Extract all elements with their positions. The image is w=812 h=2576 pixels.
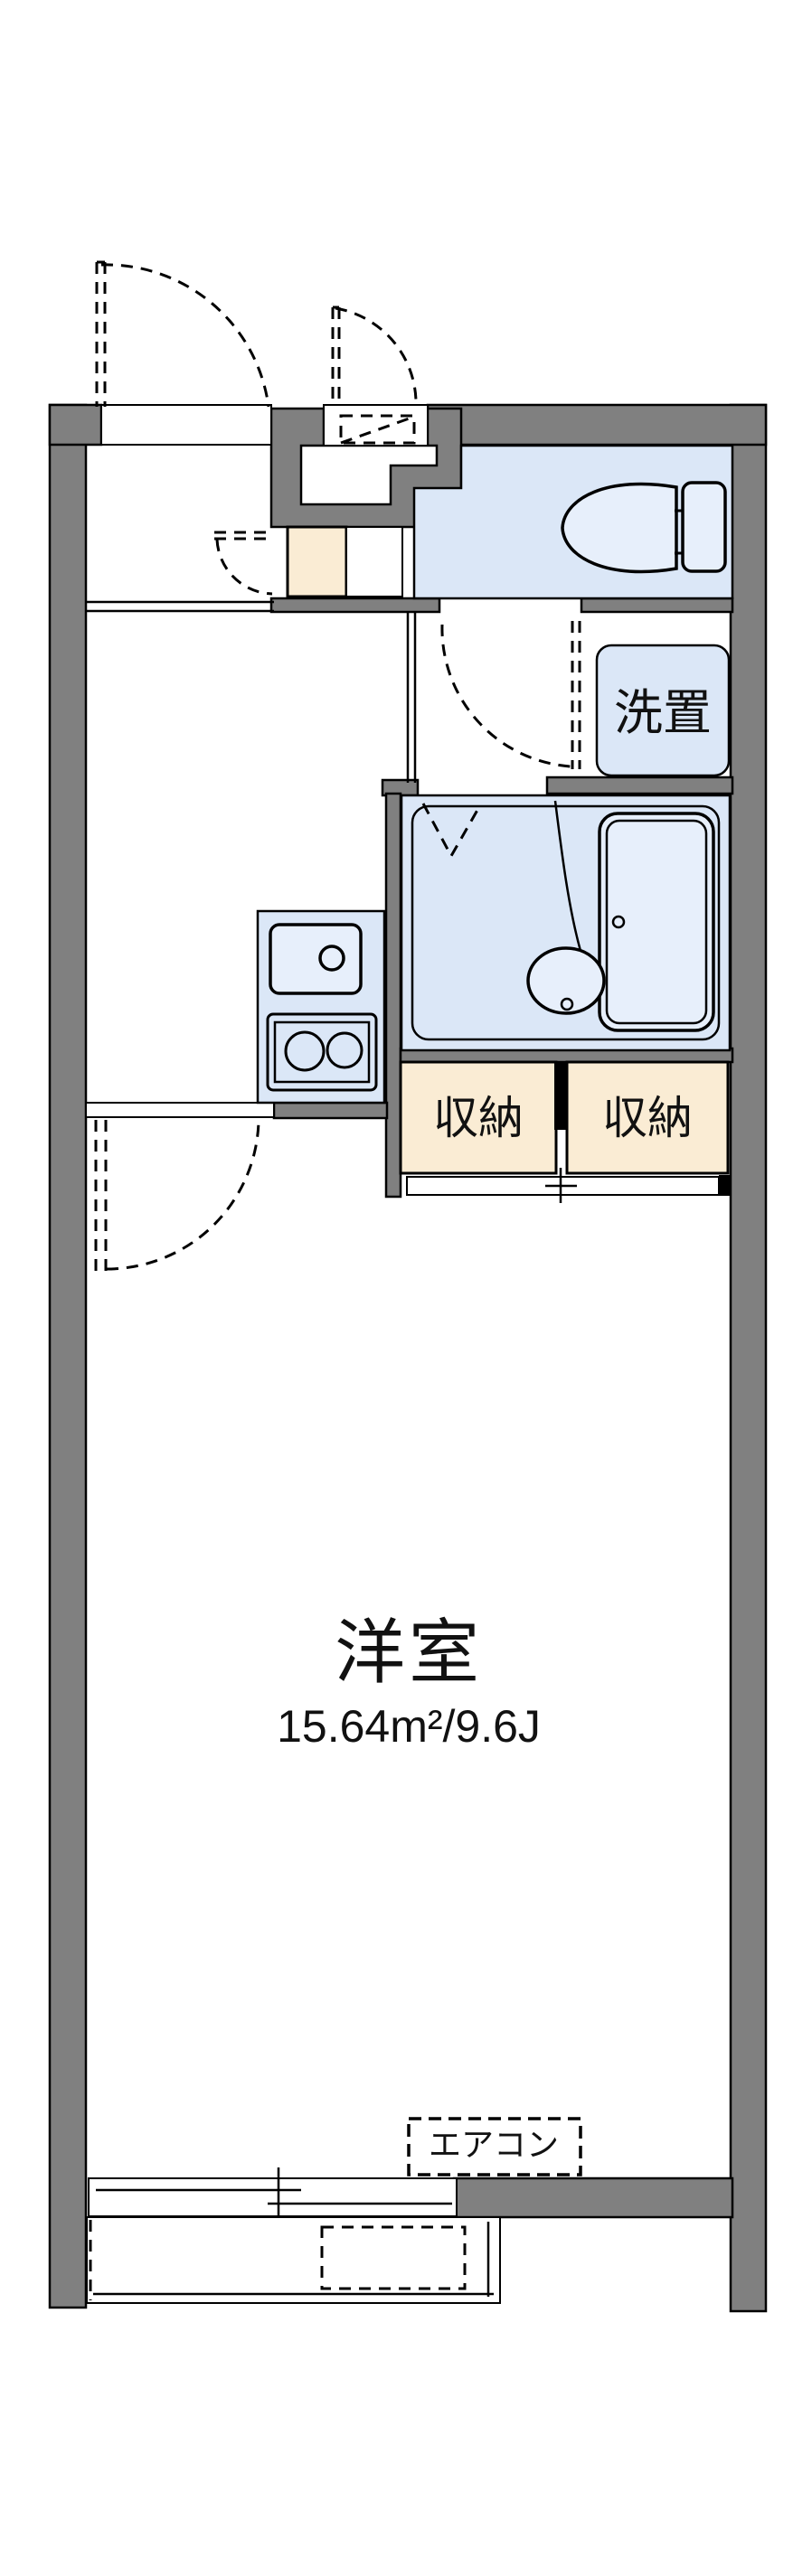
entry-cabinet-box bbox=[286, 525, 348, 598]
walls bbox=[48, 403, 768, 2313]
openings bbox=[85, 404, 429, 1118]
laundry-space-box bbox=[595, 644, 731, 777]
top-wall-right bbox=[426, 403, 768, 447]
main-room-doorway bbox=[85, 1102, 275, 1118]
storage-right-box bbox=[565, 1060, 730, 1175]
right-wall bbox=[729, 403, 768, 2313]
washroom bbox=[406, 612, 731, 783]
balcony bbox=[86, 2216, 501, 2304]
sliding-window-icon bbox=[88, 2167, 458, 2225]
kitchen-unit bbox=[256, 909, 386, 1105]
laundry-label: 洗置 bbox=[614, 686, 712, 740]
shoe-cabinet-icon bbox=[339, 414, 416, 445]
washroom-top-wall-left bbox=[269, 597, 441, 614]
toilet-icon bbox=[561, 481, 727, 574]
washroom-top-wall-right bbox=[580, 597, 734, 614]
bath-left-wall bbox=[384, 792, 402, 1199]
entry-closet-boxes bbox=[286, 525, 403, 598]
bathtub-icon bbox=[598, 812, 715, 1032]
entry-cabinet-box-white bbox=[345, 526, 403, 597]
top-wall-left bbox=[48, 403, 103, 447]
entry-side-door-arc bbox=[331, 306, 418, 408]
balcony-equipment-area bbox=[320, 2225, 467, 2290]
bottom-right-wall bbox=[452, 2176, 734, 2219]
closet-sliding-door-icon bbox=[406, 1168, 731, 1203]
storage-left-label: 収納 bbox=[433, 1093, 524, 1143]
entry-storage-opening bbox=[323, 404, 429, 447]
storage-closets bbox=[399, 1060, 731, 1203]
storage-right-label: 収納 bbox=[602, 1093, 693, 1143]
aircon-box bbox=[407, 2117, 582, 2176]
main-room-name: 洋室 bbox=[334, 1612, 484, 1692]
stove-icon bbox=[266, 1012, 378, 1092]
left-wall bbox=[48, 403, 88, 2309]
kitchen-sink-icon bbox=[269, 923, 363, 995]
bath-top-wall bbox=[545, 776, 734, 795]
bathroom bbox=[400, 794, 732, 1052]
entry-door-arc bbox=[95, 260, 270, 408]
toilet-door-arc bbox=[440, 621, 581, 769]
entry-door-opening bbox=[100, 404, 272, 446]
storage-divider bbox=[554, 1062, 567, 1130]
washroom-partition bbox=[406, 612, 417, 783]
wash-basin-icon bbox=[526, 800, 606, 1015]
balcony-outline bbox=[86, 2216, 501, 2304]
entrance-step-line bbox=[86, 600, 274, 613]
entry-closet-door-arc bbox=[214, 531, 274, 596]
aircon-label: エアコン bbox=[428, 2126, 560, 2163]
bathroom-inner-border bbox=[411, 804, 721, 1041]
room-entry-wall-stub bbox=[272, 1101, 389, 1120]
main-room-door-arc bbox=[94, 1120, 260, 1272]
main-room-size: 15.64m²/9.6J bbox=[277, 1701, 541, 1752]
